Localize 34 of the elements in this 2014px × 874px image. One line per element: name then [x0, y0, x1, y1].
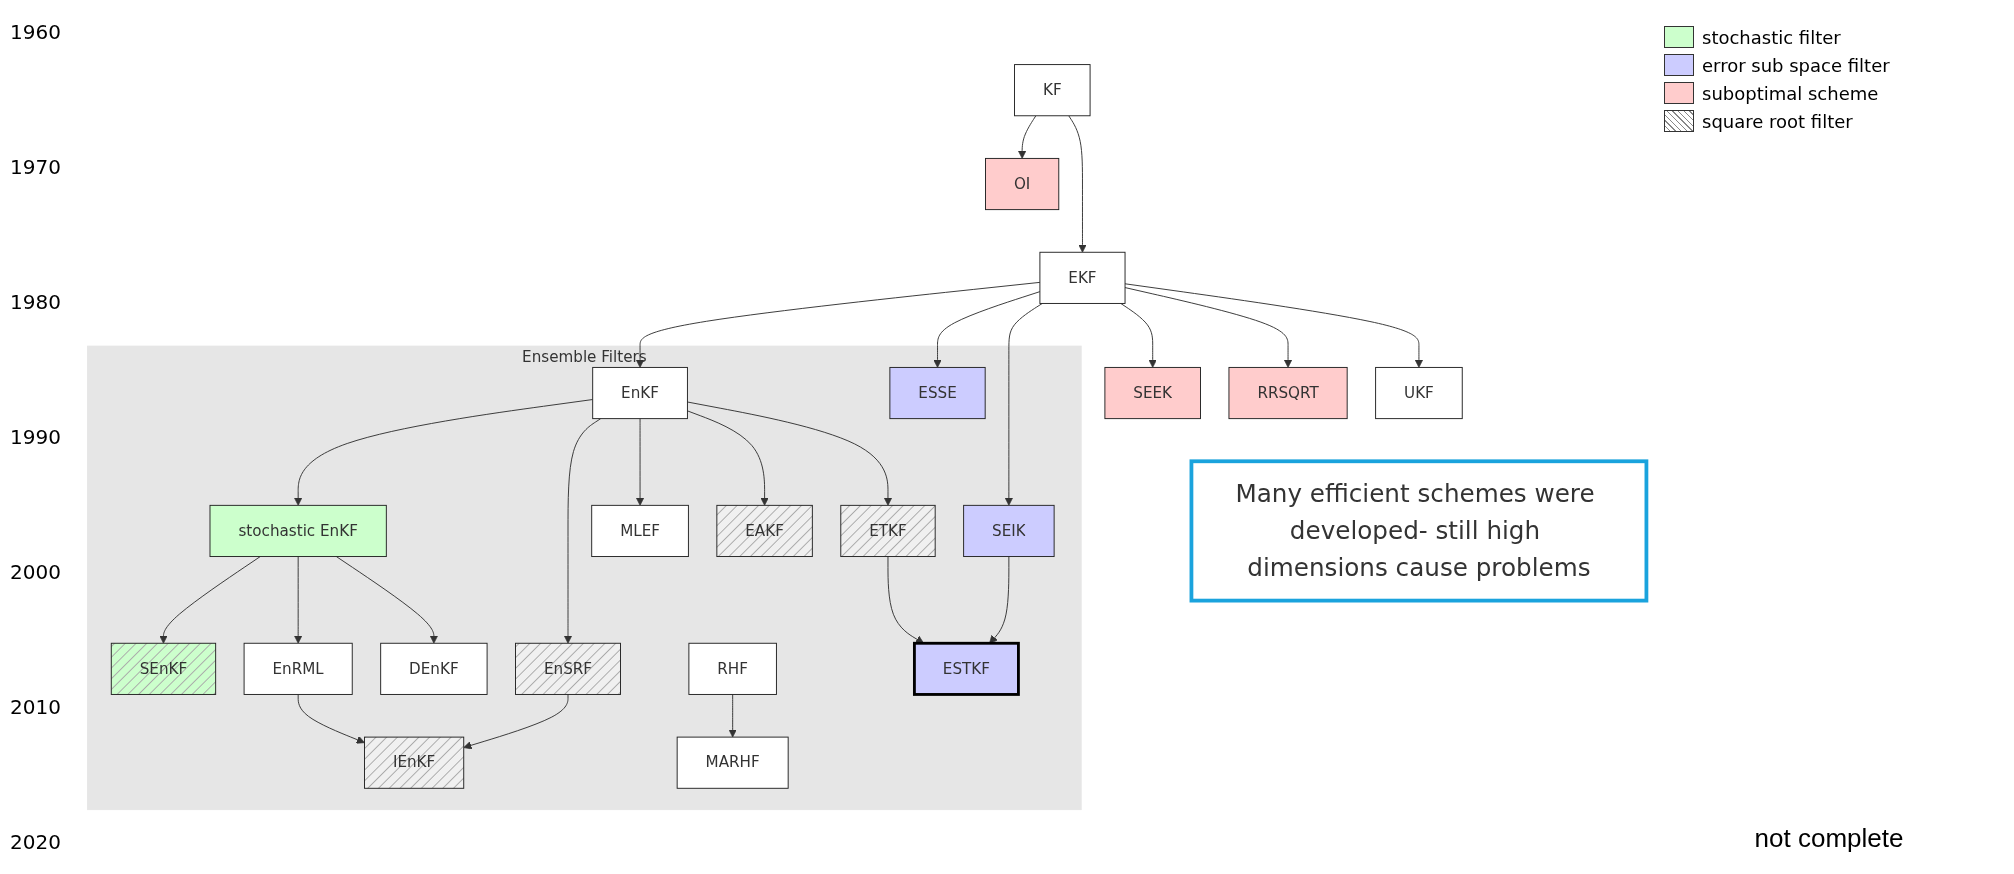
node-box: KF [1014, 64, 1091, 117]
node-box: MLEF [591, 504, 689, 557]
node-box: RHF [688, 642, 777, 695]
node-box: SEIK [963, 504, 1055, 557]
node-box: ESSE [889, 366, 986, 419]
node-box: Many efficient schemes were developed- still high dimensions cause problems [1189, 459, 1649, 603]
legend-text: suboptimal scheme [1702, 82, 1879, 104]
note-text: not complete [1753, 823, 1905, 854]
year-label: 1990 [10, 425, 62, 449]
year-label: 1980 [10, 290, 62, 314]
legend-text: error sub space filter [1702, 54, 1890, 76]
node-box: SEnKF [110, 642, 217, 695]
legend-text: stochastic filter [1702, 26, 1841, 48]
node-box: EKF [1039, 251, 1126, 304]
node-box: EnKF [592, 366, 688, 419]
node-box: EnRML [243, 642, 353, 695]
node-box: OI [985, 157, 1060, 210]
node-box: ESTKF [913, 641, 1020, 696]
node-box: ETKF [840, 504, 936, 557]
year-label: 2020 [10, 830, 62, 854]
node-box: IEnKF [364, 736, 465, 789]
node-box: DEnKF [380, 642, 488, 695]
node-box: UKF [1375, 366, 1463, 419]
year-label: 1960 [10, 20, 62, 44]
node-box: stochastic EnKF [209, 504, 387, 557]
legend-text: square root filter [1702, 110, 1853, 132]
node-box: EAKF [716, 504, 813, 557]
year-label: 1970 [10, 155, 62, 179]
node-box: RRSQRT [1228, 366, 1348, 419]
year-label: 2010 [10, 695, 62, 719]
year-label: 2000 [10, 560, 62, 584]
node-box: MARHF [676, 736, 789, 789]
node-box: SEEK [1104, 366, 1201, 419]
node-box: EnSRF [515, 642, 621, 695]
